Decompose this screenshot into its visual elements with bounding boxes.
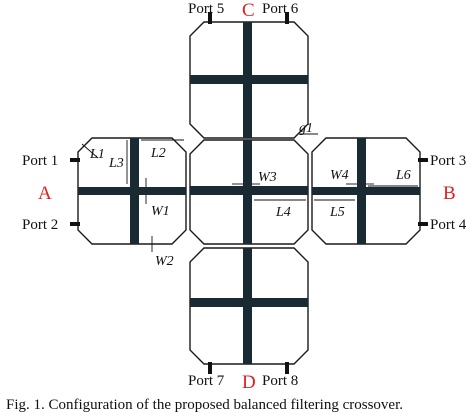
resonator-right [311,137,421,245]
side-c-label: C [242,0,255,21]
port-tab-2 [70,222,80,226]
dim-l3: L3 [108,156,124,171]
port-tab-3 [418,158,428,162]
dim-w4: W4 [330,168,349,183]
dim-l1: L1 [89,147,105,162]
port-2-label: Port 2 [22,217,58,233]
figure-caption: Fig. 1. Configuration of the proposed ba… [6,397,403,413]
port-4-label: Port 4 [430,217,467,233]
dim-w1: W1 [151,204,170,219]
resonator-bottom [189,247,309,365]
side-d-label: D [242,372,256,393]
port-tab-1 [70,158,80,162]
dim-l4: L4 [275,205,291,220]
port-tab-8 [285,362,289,374]
port-1-label: Port 1 [22,153,58,169]
dim-g1: g1 [299,121,313,136]
side-b-label: B [443,183,456,204]
port-5-label: Port 5 [188,1,224,17]
port-7-label: Port 7 [188,373,225,389]
resonator-top [189,21,309,139]
side-a-label: A [38,183,52,204]
resonator-left [77,137,187,245]
dim-l6: L6 [395,168,411,183]
port-8-label: Port 8 [262,373,298,389]
port-tab-7 [208,362,212,374]
resonator-center [189,139,309,245]
port-tab-4 [418,222,428,226]
port-6-label: Port 6 [262,1,299,17]
port-tab-5 [208,12,212,24]
port-3-label: Port 3 [430,153,466,169]
dim-l2: L2 [150,146,166,161]
dimension-marks [81,133,418,252]
dim-l5: L5 [329,205,345,220]
dim-w3: W3 [258,170,277,185]
port-tab-6 [285,12,289,24]
dim-w2: W2 [155,254,174,269]
